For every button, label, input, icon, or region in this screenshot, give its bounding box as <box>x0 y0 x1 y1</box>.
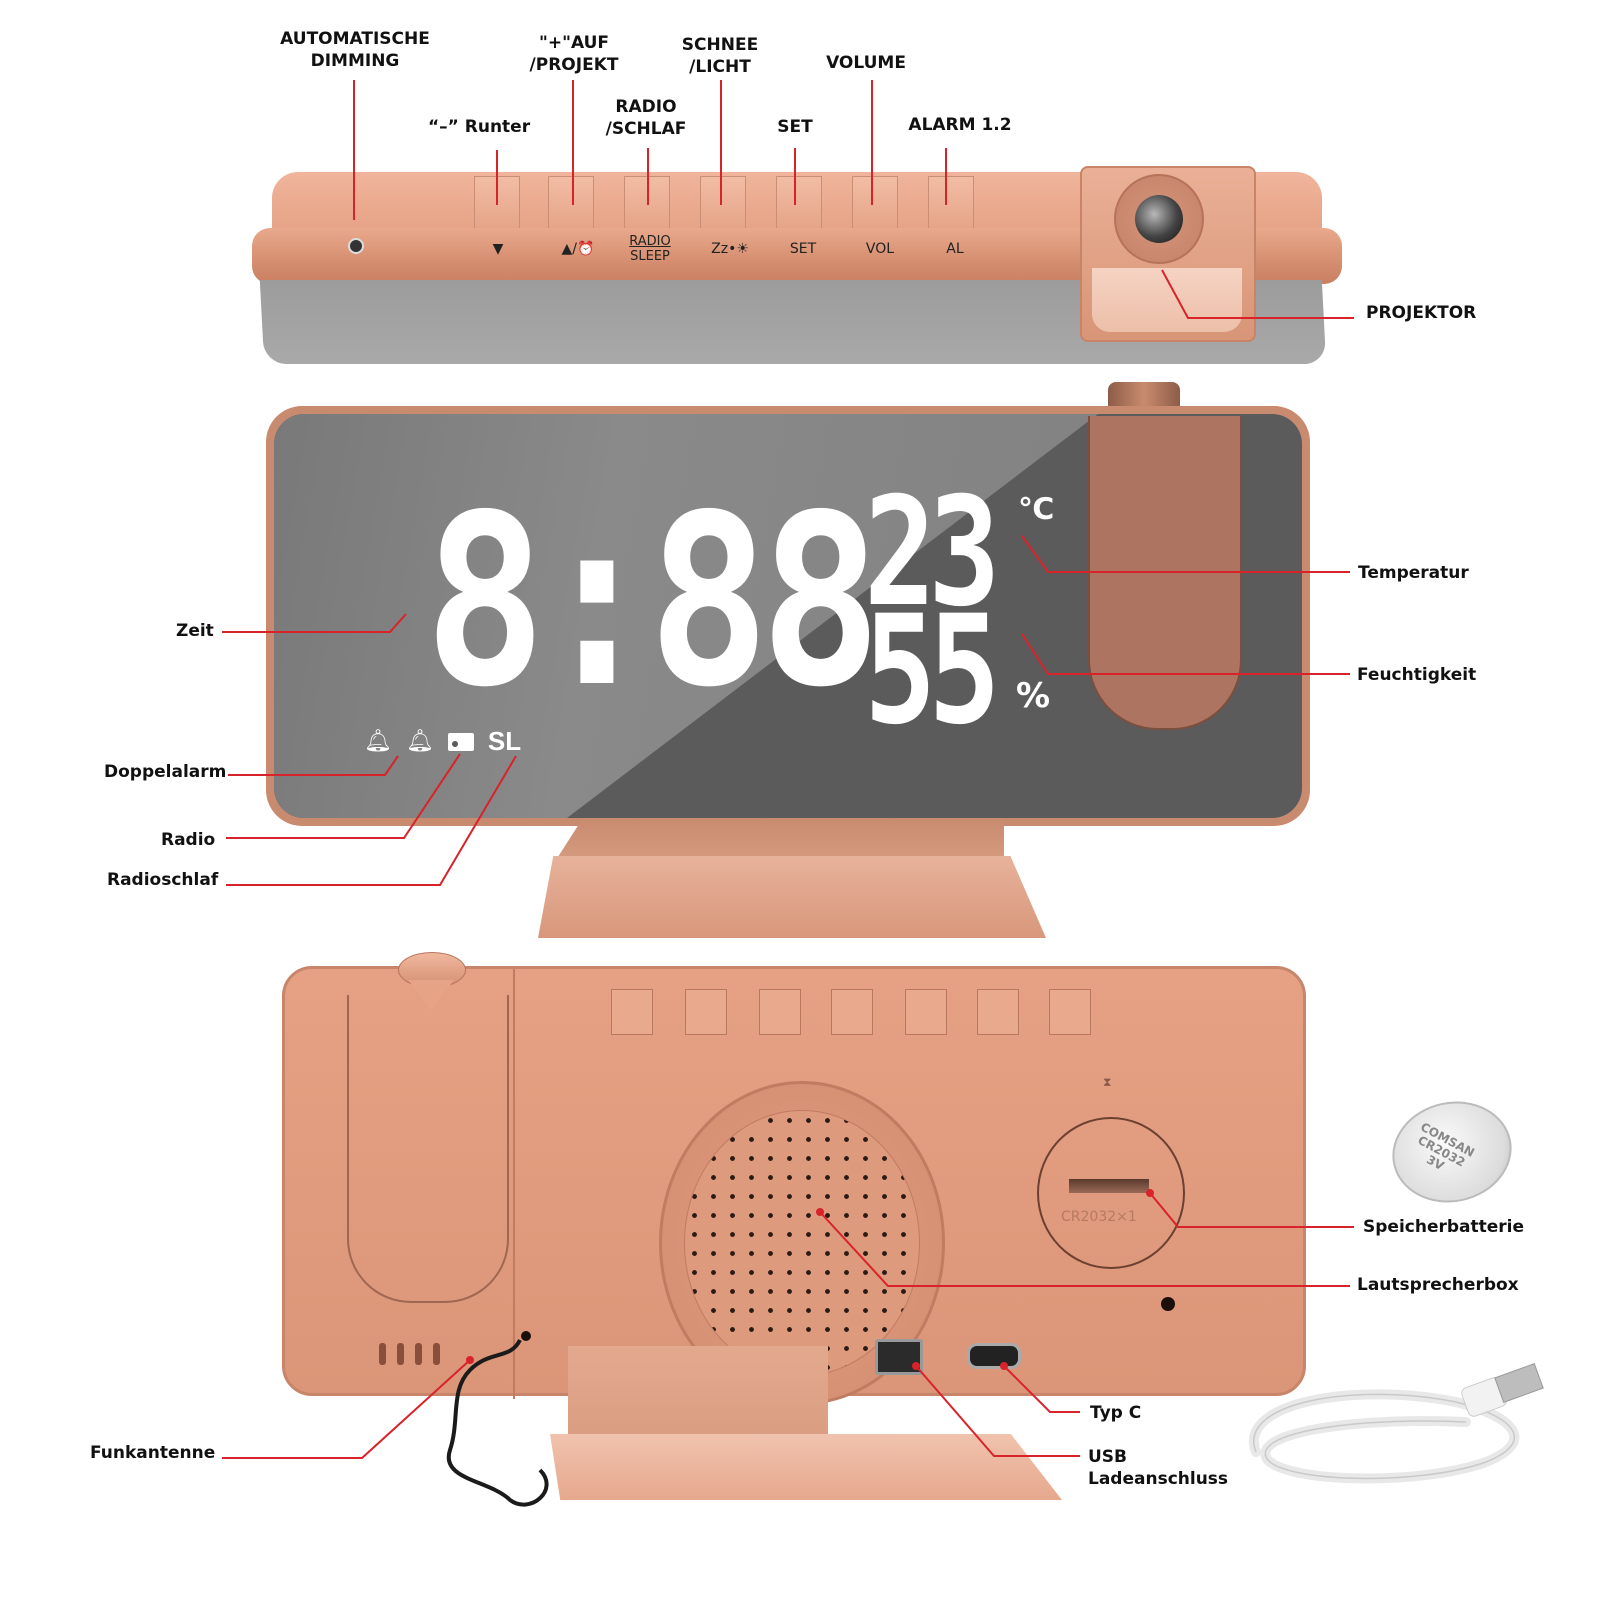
label-lautsprecherbox: Lautsprecherbox <box>1357 1275 1519 1295</box>
alarm-1-bell-icon: 🔔︎ <box>364 728 392 754</box>
vent-slot <box>397 1343 404 1365</box>
coin-battery-text: COMSAN CR2032 3V <box>1415 1119 1477 1174</box>
label-line: DIMMING <box>310 51 400 71</box>
antenna-jack <box>521 1331 531 1341</box>
reset-hole[interactable] <box>1161 1297 1175 1311</box>
battery-marking: CR2032×1 <box>1061 1209 1137 1225</box>
label-zeit: Zeit <box>176 621 214 641</box>
button-down[interactable] <box>474 176 520 229</box>
button-snooze-light[interactable] <box>700 176 746 229</box>
led-screen: 8:88 23 ℃ 55 % 🔔︎ 🔔︎ SL <box>274 414 1302 818</box>
alarm-2-bell-icon: 🔔︎ <box>405 728 434 754</box>
radio-icon <box>447 732 474 751</box>
label-feuchtigkeit: Feuchtigkeit <box>1357 665 1477 685</box>
speaker-grill <box>684 1110 920 1376</box>
celsius-unit: ℃ <box>1018 492 1055 527</box>
label-speicherbatterie: Speicherbatterie <box>1363 1217 1525 1237</box>
usb-c-port[interactable] <box>967 1343 1021 1369</box>
indicator-row: 🔔︎ 🔔︎ SL <box>364 726 521 757</box>
label-alarm: ALARM 1.2 <box>908 115 1012 135</box>
down-glyph: ▼ <box>492 241 504 257</box>
vent-slot <box>379 1343 386 1365</box>
usb-port[interactable] <box>875 1339 923 1375</box>
button-vol[interactable] <box>852 176 898 229</box>
label-line: /LICHT <box>689 57 751 77</box>
button-al[interactable] <box>928 176 974 229</box>
label-snooze-light: SCHNEE /LICHT <box>682 34 758 78</box>
device-front-view: 8:88 23 ℃ 55 % 🔔︎ 🔔︎ SL <box>266 406 1310 826</box>
light-sensor-icon <box>348 238 364 254</box>
battery-compartment[interactable]: ⧗ CR2032×1 <box>1037 1075 1185 1269</box>
back-stand-base <box>550 1434 1062 1500</box>
back-button[interactable] <box>1049 989 1091 1035</box>
label-line: "+"AUF <box>538 33 610 53</box>
label-temperatur: Temperatur <box>1358 563 1469 583</box>
label-down: “–” Runter <box>428 117 531 137</box>
label-radioschlaf: Radioschlaf <box>107 870 219 890</box>
label-usb: USB Ladeanschluss <box>1088 1446 1228 1490</box>
stand-neck <box>556 818 1004 860</box>
back-button[interactable] <box>977 989 1019 1035</box>
label-line: AUTOMATISCHE <box>280 29 430 49</box>
label-line: /SCHLAF <box>605 119 687 139</box>
label-funkantenne: Funkantenne <box>90 1443 216 1463</box>
vent-slot <box>433 1343 440 1365</box>
projector-lens-ring <box>1114 174 1204 264</box>
percent-unit: % <box>1016 676 1051 716</box>
label-line: /PROJEKT <box>529 55 619 75</box>
projector-block <box>1080 166 1256 342</box>
projector-knob[interactable] <box>1108 382 1180 408</box>
back-button[interactable] <box>611 989 653 1035</box>
up-projector-glyph: ▲/⏰ <box>561 241 595 257</box>
label-set: SET <box>777 117 813 137</box>
snooze-light-glyph: Zz•☀ <box>711 241 749 257</box>
radio-sleep-glyph: RADIO SLEEP <box>629 234 670 264</box>
button-set[interactable] <box>776 176 822 229</box>
label-line: Ladeanschluss <box>1088 1469 1229 1489</box>
vent-slot <box>415 1343 422 1365</box>
projector-cover <box>347 995 509 1303</box>
stand-base <box>538 856 1046 938</box>
button-radio-sleep[interactable] <box>624 176 670 229</box>
projector-lens-icon <box>1135 195 1183 243</box>
coin-battery: COMSAN CR2032 3V <box>1382 1090 1522 1214</box>
sleep-indicator: SL <box>487 726 522 756</box>
label-line: USB <box>1088 1447 1128 1467</box>
radio-glyph-text: RADIO <box>629 234 671 249</box>
al-glyph: AL <box>946 241 964 257</box>
back-button[interactable] <box>685 989 727 1035</box>
panel-seam <box>513 969 515 1399</box>
humidity-display: 55 <box>864 584 1000 758</box>
label-radio-schlaf: RADIO /SCHLAF <box>606 96 687 140</box>
projector-flap <box>1092 268 1242 332</box>
label-volume: VOLUME <box>826 53 906 73</box>
battery-slot <box>1069 1179 1149 1193</box>
label-auto-dimming: AUTOMATISCHE DIMMING <box>280 28 430 72</box>
label-typ-c: Typ C <box>1090 1403 1142 1423</box>
label-line: SCHNEE <box>681 35 759 55</box>
antenna-wire-icon <box>446 1338 549 1507</box>
label-doppelalarm: Doppelalarm <box>104 762 227 782</box>
temperature-display: 23 <box>864 466 1000 640</box>
vol-glyph: VOL <box>865 241 895 257</box>
back-button[interactable] <box>759 989 801 1035</box>
button-up-projector[interactable] <box>548 176 594 229</box>
time-display: 8:88 <box>424 464 882 739</box>
label-up-projekt: "+"AUF /PROJEKT <box>530 32 619 76</box>
back-button[interactable] <box>831 989 873 1035</box>
projector-arm <box>1088 416 1242 730</box>
label-radio: Radio <box>161 830 216 850</box>
sleep-glyph-text: SLEEP <box>630 249 670 264</box>
label-line: RADIO <box>615 97 677 117</box>
usb-cable-icon <box>1248 1362 1544 1484</box>
label-projektor: PROJEKTOR <box>1366 303 1477 323</box>
back-projector-knob[interactable] <box>398 952 466 1010</box>
set-glyph: SET <box>789 241 817 257</box>
device-top-view: ▼ ▲/⏰ RADIO SLEEP Zz•☀ SET VOL AL <box>252 166 1342 366</box>
back-button[interactable] <box>905 989 947 1035</box>
open-arrow-icon: ⧗ <box>1103 1075 1112 1089</box>
